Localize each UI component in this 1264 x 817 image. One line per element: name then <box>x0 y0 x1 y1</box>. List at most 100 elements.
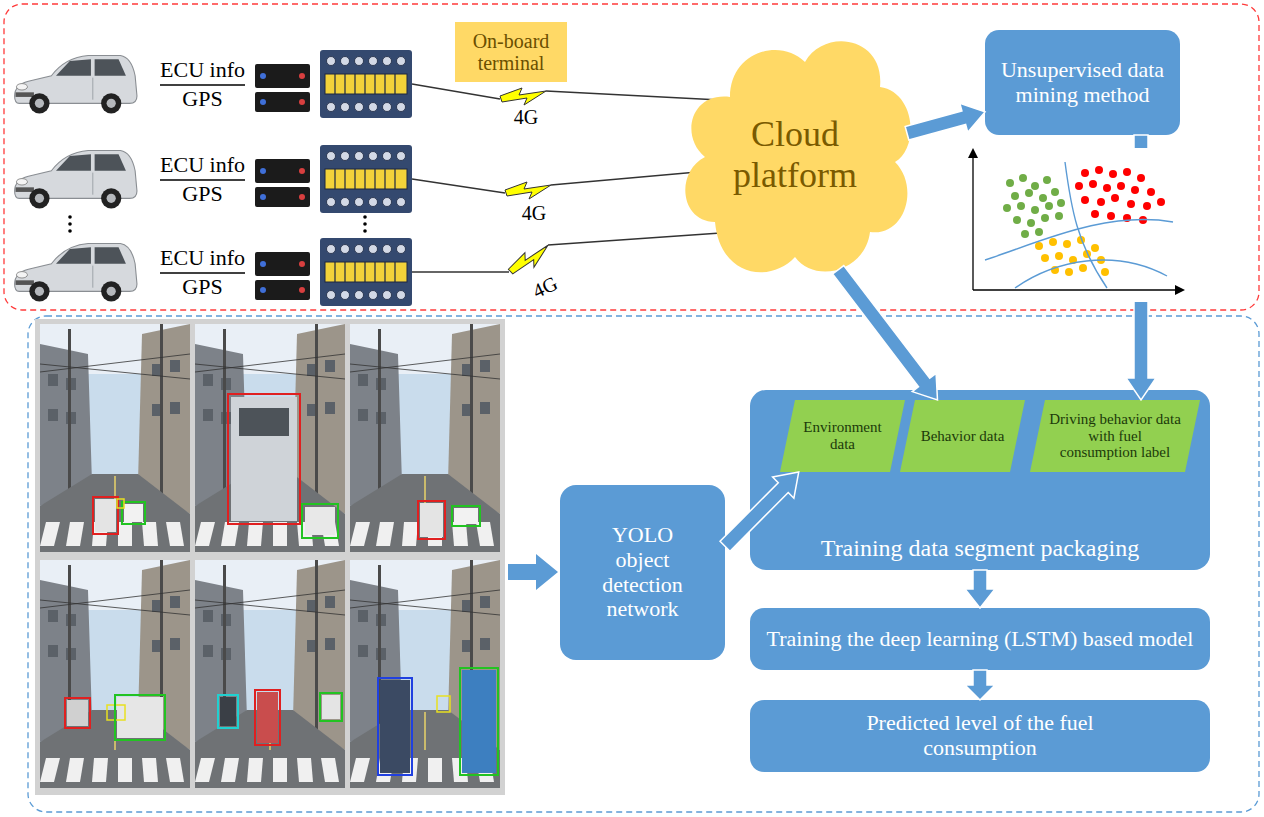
cluster-plot <box>1095 166 1103 174</box>
street-photo-grid <box>418 501 445 539</box>
fraction-line <box>160 272 245 273</box>
street-photo-grid <box>322 695 340 719</box>
cluster-plot <box>1109 170 1117 178</box>
data-parallelogram: Behavior data <box>900 400 1025 472</box>
cluster-plot <box>1055 212 1063 220</box>
street-photo-grid <box>195 324 345 552</box>
vehicle-row <box>255 145 412 213</box>
cluster-plot <box>1055 252 1063 260</box>
vehicle-row <box>255 50 412 118</box>
ellipsis-dots <box>363 229 367 233</box>
fraction-line <box>160 85 245 273</box>
cluster-plot <box>1147 188 1155 196</box>
signal-label: GPS <box>155 182 250 206</box>
street-photo-grid <box>378 678 412 775</box>
cluster-plot <box>1051 188 1059 196</box>
street-photo-grid <box>65 698 90 728</box>
cluster-plot <box>1041 254 1049 262</box>
flow-arrow <box>833 266 938 400</box>
cluster-plot <box>1003 174 1065 238</box>
street-photo-grid <box>231 397 297 521</box>
node-text: On-board terminal <box>461 30 561 75</box>
cluster-plot <box>1035 236 1109 276</box>
cloud-outline <box>685 41 910 272</box>
cluster-plot <box>1065 162 1107 288</box>
ellipsis-dots <box>68 215 367 233</box>
street-photo-grid <box>67 700 88 726</box>
wireless-link <box>412 84 500 99</box>
cluster-plot <box>1123 168 1131 176</box>
street-photo-grid <box>350 324 500 552</box>
cluster-plot <box>1027 219 1035 227</box>
street-photo-grid <box>117 499 124 508</box>
cluster-plot <box>1091 210 1099 218</box>
wireless-link <box>412 271 509 272</box>
street-photo-grid <box>115 695 165 740</box>
cloud-shape: Cloud platform <box>675 22 915 287</box>
cluster-plot <box>973 289 1177 290</box>
parallelogram-outline <box>900 400 1025 472</box>
network-label: 4G <box>506 106 546 128</box>
cluster-plot <box>1003 204 1011 212</box>
street-photo-grid <box>124 504 143 522</box>
flow-arrow <box>508 554 558 590</box>
wireless-link <box>412 84 735 272</box>
cluster-plot <box>1031 182 1039 190</box>
vehicle-row <box>15 50 412 306</box>
wireless-link <box>548 232 735 245</box>
cluster-plot <box>1063 240 1071 248</box>
cluster-plot <box>1013 216 1021 224</box>
cluster-plot <box>1079 264 1087 272</box>
street-photo-grid <box>454 508 478 524</box>
vehicle-row <box>15 151 137 209</box>
node-text: Training the deep learning (LSTM) based … <box>767 627 1194 652</box>
cluster-plot <box>985 219 1173 260</box>
cluster-plot <box>968 148 978 158</box>
cluster-plot <box>1065 268 1073 276</box>
cluster-plot <box>955 148 1187 302</box>
node-text: Training data segment packaging <box>821 535 1139 562</box>
cluster-plot <box>1075 166 1165 224</box>
wireless-link <box>546 91 720 100</box>
street-photo-grid <box>40 560 190 788</box>
fraction-line <box>160 84 245 85</box>
parallelogram-outline <box>780 400 905 472</box>
cluster-plot <box>1175 285 1185 295</box>
cluster-plot <box>972 156 973 290</box>
cluster-plot <box>1011 192 1019 200</box>
street-photo-grid <box>257 692 278 743</box>
street-photo-grid <box>462 670 496 773</box>
street-photo-grid <box>350 324 500 552</box>
ellipsis-dots <box>68 229 72 233</box>
parallelogram-outline <box>1030 400 1200 472</box>
wireless-link <box>500 88 546 105</box>
street-photo-grid <box>460 668 498 775</box>
street-photo-grid <box>195 324 345 552</box>
street-photo-grid <box>302 504 338 538</box>
street-photo-grid <box>122 502 145 524</box>
cluster-plot <box>1091 244 1099 252</box>
flow-arrow <box>905 103 985 140</box>
cluster-plot <box>1107 212 1115 220</box>
cluster-plot <box>1097 198 1105 206</box>
signal-label: GPS <box>155 87 250 111</box>
street-photo-grid <box>40 560 190 788</box>
network-label: 4G <box>514 202 554 224</box>
node-text: YOLO object detection network <box>584 523 701 622</box>
wireless-link <box>505 243 554 278</box>
node-text: Cloud platform <box>715 114 875 195</box>
node-text: Behavior data <box>921 428 1005 445</box>
terminal-box: On-board terminal <box>455 22 567 82</box>
cluster-plot <box>1031 206 1039 214</box>
cluster-plot <box>1015 260 1167 288</box>
flow-arrow <box>965 570 995 608</box>
cluster-plot <box>1035 228 1043 236</box>
street-photo-grid <box>255 690 280 745</box>
cluster-plot <box>1035 242 1043 250</box>
training-region <box>28 316 1259 812</box>
cluster-plot <box>1117 182 1125 190</box>
cluster-plot <box>1039 194 1047 202</box>
cluster-plot <box>1019 174 1027 182</box>
cluster-plot <box>955 148 1187 302</box>
street-photo-grid <box>452 506 480 526</box>
